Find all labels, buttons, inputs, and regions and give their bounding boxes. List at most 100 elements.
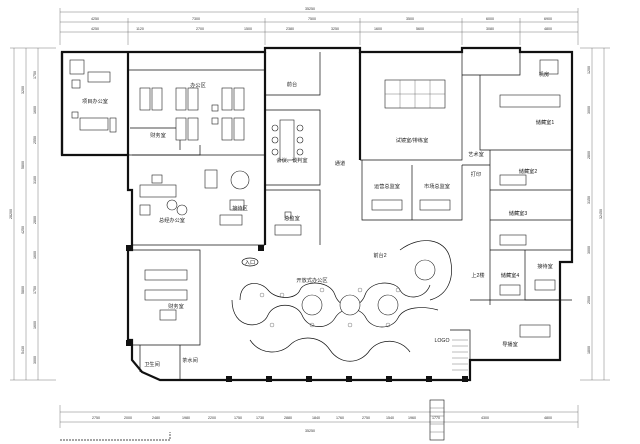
dim-bottom-4: 1980	[182, 416, 190, 420]
round-table-1	[301, 294, 323, 316]
label-storage1: 储藏室1	[536, 118, 555, 126]
dim-right-4: 3150	[587, 196, 591, 204]
round-table-3	[377, 294, 399, 316]
round-table-4	[414, 259, 436, 281]
entrance-marker	[241, 257, 259, 267]
label-front2: 前台2	[373, 251, 386, 259]
dim-bottom-6: 1750	[234, 416, 242, 420]
dim-bottom-1: 2750	[92, 416, 100, 420]
dim-top-6: 6900	[544, 17, 552, 21]
open-office-workstations	[231, 240, 452, 362]
label-project-office: 项目办公室	[82, 97, 108, 105]
label-finance: 财务室	[150, 131, 166, 139]
dim-bottom-5: 2200	[208, 416, 216, 420]
dim-left2-7: 1750	[33, 286, 37, 294]
label-guide-room: 导播室	[502, 340, 518, 348]
dim-bottom-15: 4300	[481, 416, 489, 420]
label-reception2: 接待室	[537, 262, 553, 270]
room-labels: 项目办公室 办公区 财务室 前台 接待区 总经办公室 会议、谈判室 总监室 通道…	[82, 70, 554, 368]
column-marks	[126, 245, 468, 382]
label-storage: 总监室	[284, 214, 300, 222]
dim-right-2: 3000	[587, 106, 591, 114]
label-ops-director: 运营总监室	[374, 182, 400, 190]
dim-left-5: 5430	[21, 346, 25, 354]
dim-top2-6: 3250	[331, 27, 339, 31]
right-total-dim: 32450	[599, 209, 603, 219]
round-table-2	[339, 294, 361, 316]
dim-bottom-9: 1840	[312, 416, 320, 420]
dim-left-2: 5800	[21, 161, 25, 169]
dim-top-5: 6000	[486, 17, 494, 21]
dim-top2-5: 2380	[286, 27, 294, 31]
dim-bottom-8: 2880	[284, 416, 292, 420]
dim-left-3: 4250	[21, 226, 25, 234]
label-tea: 茶水间	[182, 356, 198, 364]
interior-walls	[60, 52, 572, 380]
dim-left2-1: 1750	[33, 71, 37, 79]
label-art-dept: 艺术室	[468, 150, 484, 158]
dim-left2-2: 1600	[33, 106, 37, 114]
dim-right-3: 2800	[587, 151, 591, 159]
dim-bottom-16: 4800	[544, 416, 552, 420]
dim-bottom-11: 2750	[362, 416, 370, 420]
reception-sofa	[204, 169, 250, 226]
gm-office-furniture	[139, 174, 188, 216]
dim-bottom-14: 1770	[432, 416, 440, 420]
dim-left2-3: 2550	[33, 136, 37, 144]
dim-bottom-2: 2000	[124, 416, 132, 420]
dim-top2-9: 3080	[486, 27, 494, 31]
dim-top2-8: 5600	[416, 27, 424, 31]
dim-left2-9: 3000	[33, 356, 37, 364]
outer-walls	[60, 46, 574, 382]
project-office-furniture	[69, 59, 117, 133]
right-dimensions: 32450 1200 3000 2800 3150 3000 2500 1800	[580, 47, 610, 381]
label-reception: 接待区	[232, 204, 248, 212]
overall-bottom-dim: 35250	[305, 429, 315, 433]
left-total-dim: 28200	[9, 209, 13, 219]
dim-right-7: 1800	[587, 346, 591, 354]
label-admin-wc: 卫生间	[144, 360, 160, 368]
label-front-desk: 前台	[287, 80, 297, 88]
label-test-room: 试镜室/排练室	[396, 136, 429, 144]
dim-left2-4: 3100	[33, 176, 37, 184]
office-area-desks	[139, 87, 245, 141]
label-office-area: 办公区	[190, 81, 206, 89]
dim-bottom-3: 2480	[152, 416, 160, 420]
overall-top-dim: 35250	[305, 7, 315, 11]
dim-top-2: 7300	[192, 17, 200, 21]
dim-top2-2: 1120	[136, 27, 144, 31]
dim-top2-4: 1500	[244, 27, 252, 31]
label-open-office: 开放式办公区	[296, 276, 327, 284]
chair-marks	[259, 287, 401, 328]
dim-bottom-13: 1960	[408, 416, 416, 420]
label-stairs: 上2楼	[471, 271, 484, 279]
dim-left2-6: 1600	[33, 251, 37, 259]
finance2-desks	[144, 269, 188, 321]
storage-room-desk	[274, 211, 302, 236]
test-room-table	[384, 79, 446, 109]
dim-top-4: 3500	[406, 17, 414, 21]
dim-left2-5: 2800	[33, 216, 37, 224]
label-mech: 机房	[539, 70, 549, 78]
label-entrance: 入口	[245, 259, 255, 266]
dim-top2-3: 2700	[196, 27, 204, 31]
bottom-dimensions: 35250 2750 2000 2480 1980 2200 1750 1730…	[59, 405, 579, 433]
dim-right-1: 1200	[587, 66, 591, 74]
dim-bottom-12: 1540	[386, 416, 394, 420]
dim-top2-7: 1600	[374, 27, 382, 31]
dim-bottom-7: 1730	[256, 416, 264, 420]
dim-right-6: 2500	[587, 296, 591, 304]
dim-left-1: 3200	[21, 86, 25, 94]
site-boundary	[60, 399, 445, 441]
dim-top-1: 4250	[91, 17, 99, 21]
label-print: 打印	[471, 170, 481, 178]
director-offices	[371, 199, 451, 211]
label-meeting: 会议、谈判室	[276, 156, 307, 164]
dim-right-5: 3000	[587, 246, 591, 254]
dim-top2-1: 4250	[91, 27, 99, 31]
label-elevator: LOGO	[435, 338, 450, 344]
label-storage3: 储藏室3	[509, 209, 528, 217]
label-storage2: 储藏室2	[519, 167, 538, 175]
